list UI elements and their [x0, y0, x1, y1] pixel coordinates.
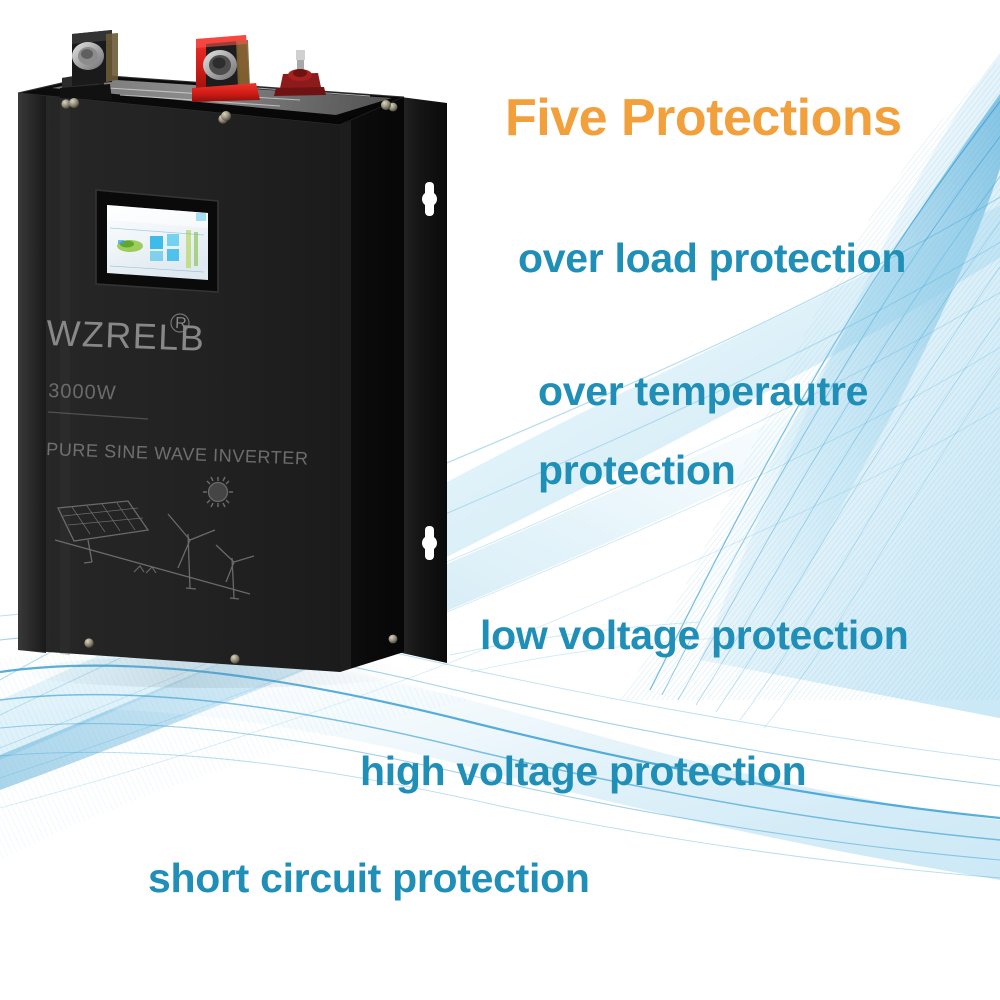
side-screw-bottom — [388, 634, 398, 644]
top-screw-right — [381, 100, 391, 110]
positive-terminal[interactable] — [192, 35, 260, 102]
power-rating-label: 3000W — [48, 380, 117, 404]
front-screw-top-left — [61, 99, 71, 109]
front-left-bevel — [18, 93, 46, 653]
headline-five-protections: Five Protections — [505, 89, 902, 147]
protection-item-high-voltage: high voltage protection — [360, 748, 807, 794]
protection-item-short-circuit: short circuit protection — [148, 855, 590, 901]
front-screw-bottom-right — [230, 654, 240, 664]
ground-knob[interactable] — [274, 50, 326, 96]
protection-item-over-temperature: over temperautre — [538, 368, 869, 414]
positive-bolt — [203, 50, 237, 80]
top-screw-left — [69, 98, 79, 108]
protection-item-over-temperature-line2: protection — [538, 447, 736, 493]
negative-bolt — [72, 42, 104, 70]
protection-item-over-load: over load protection — [518, 235, 907, 281]
front-screw-bottom-left — [84, 638, 94, 648]
inverter-product-image: WZRELB R 3000W PURE SINE WAVE INVERTER — [17, 30, 447, 688]
negative-terminal[interactable] — [60, 30, 118, 100]
lcd-display[interactable] — [95, 189, 219, 293]
top-screw-center — [221, 111, 231, 121]
protection-item-low-voltage: low voltage protection — [480, 612, 909, 658]
